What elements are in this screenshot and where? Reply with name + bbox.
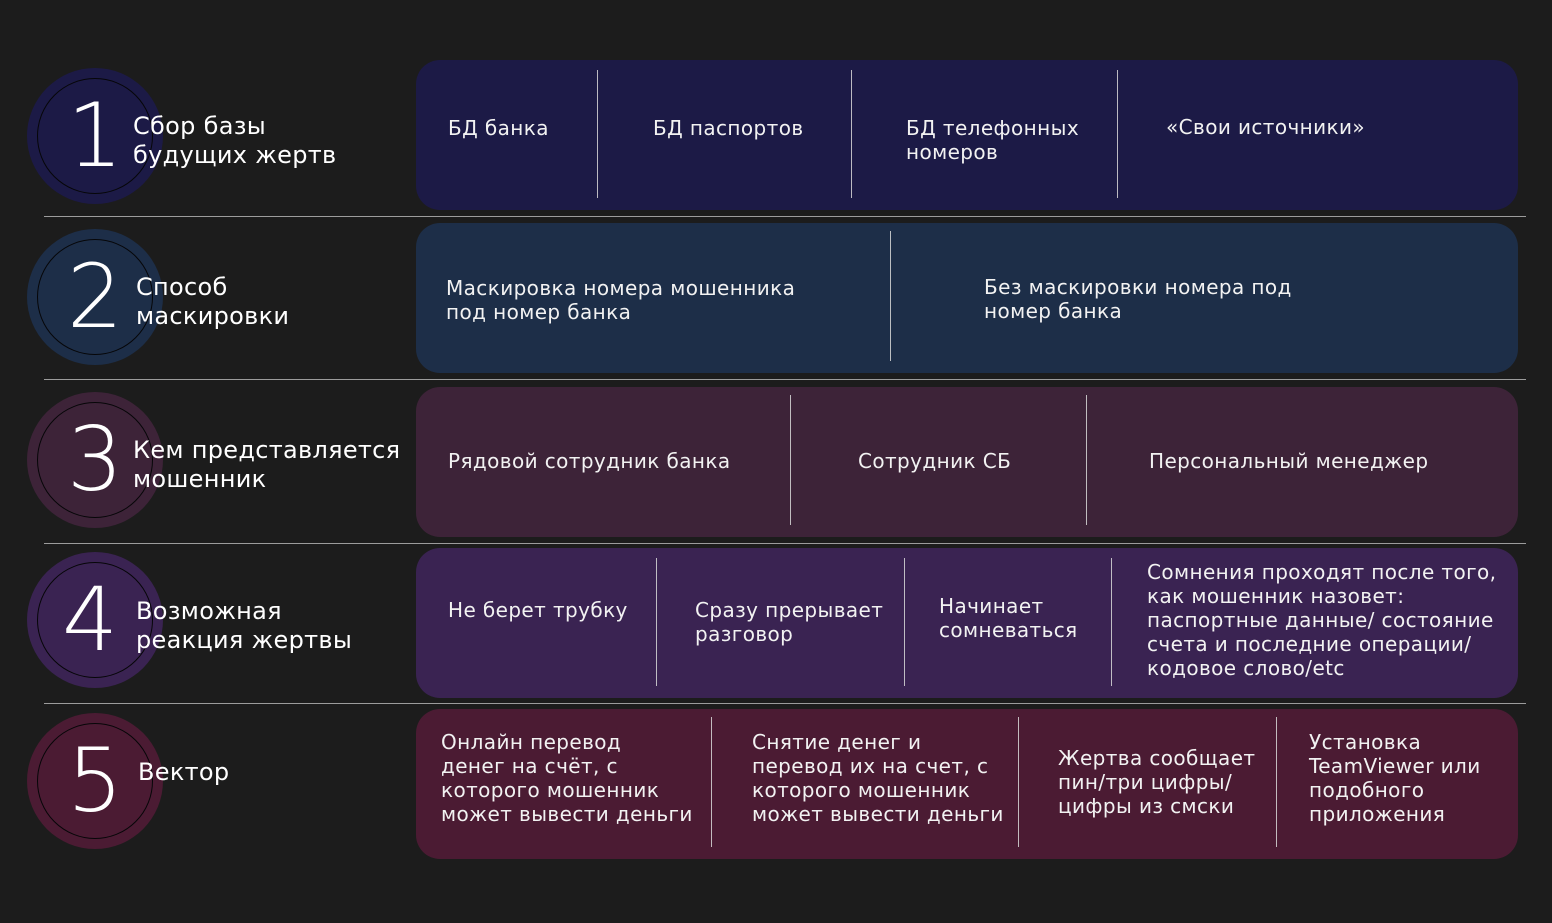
- step-4-title: Возможная реакция жертвы: [136, 597, 353, 654]
- row-separator: [44, 703, 1526, 704]
- step-5-option: Снятие денег и перевод их на счет, с кот…: [752, 730, 1004, 826]
- step-2-option: Маскировка номера мошенника под номер ба…: [446, 276, 796, 324]
- step-3-option: Сотрудник СБ: [858, 449, 1012, 473]
- step-5-panel: Онлайн перевод денег на счёт, с которого…: [416, 709, 1518, 859]
- step-1-option: БД телефонных номеров: [906, 116, 1080, 164]
- step-1-circle: [27, 68, 163, 204]
- step-4-option: Не берет трубку: [448, 598, 628, 622]
- step-3-option: Персональный менеджер: [1149, 449, 1429, 473]
- row-separator: [44, 543, 1526, 544]
- row-separator: [44, 379, 1526, 380]
- step-2-title: Способ маскировки: [136, 273, 290, 330]
- step-5-number: 5: [67, 729, 123, 832]
- step-4-circle: [27, 552, 163, 688]
- step-1-option: БД паспортов: [653, 116, 804, 140]
- step-4-option: Начинает сомневаться: [939, 594, 1078, 642]
- step-5-option: Установка TeamViewer или подобного прило…: [1309, 730, 1481, 826]
- step-3-number: 3: [67, 408, 123, 511]
- step-2-circle: [27, 229, 163, 365]
- step-4-number: 4: [62, 568, 118, 671]
- step-3-circle: [27, 392, 163, 528]
- step-1-title: Сбор базы будущих жертв: [133, 112, 337, 169]
- step-2-option: Без маскировки номера под номер банка: [984, 275, 1292, 323]
- step-5-option: Жертва сообщает пин/три цифры/ цифры из …: [1058, 746, 1256, 818]
- step-1-option: «Свои источники»: [1166, 115, 1366, 139]
- step-1-option: БД банка: [448, 116, 549, 140]
- step-1-panel: БД банка БД паспортов БД телефонных номе…: [416, 60, 1518, 210]
- step-4-panel: Не берет трубку Сразу прерывает разговор…: [416, 548, 1518, 698]
- step-2-number: 2: [67, 245, 123, 348]
- step-5-circle: [27, 713, 163, 849]
- step-2-panel: Маскировка номера мошенника под номер ба…: [416, 223, 1518, 373]
- step-3-option: Рядовой сотрудник банка: [448, 449, 731, 473]
- step-5-title: Вектор: [138, 758, 230, 786]
- row-separator: [44, 216, 1526, 217]
- step-3-panel: Рядовой сотрудник банка Сотрудник СБ Пер…: [416, 387, 1518, 537]
- step-5-option: Онлайн перевод денег на счёт, с которого…: [441, 730, 693, 826]
- step-4-option: Сразу прерывает разговор: [695, 598, 884, 646]
- step-3-title: Кем представляется мошенник: [133, 436, 401, 493]
- step-1-number: 1: [67, 84, 123, 187]
- step-4-option: Сомнения проходят после того, как мошенн…: [1147, 560, 1497, 680]
